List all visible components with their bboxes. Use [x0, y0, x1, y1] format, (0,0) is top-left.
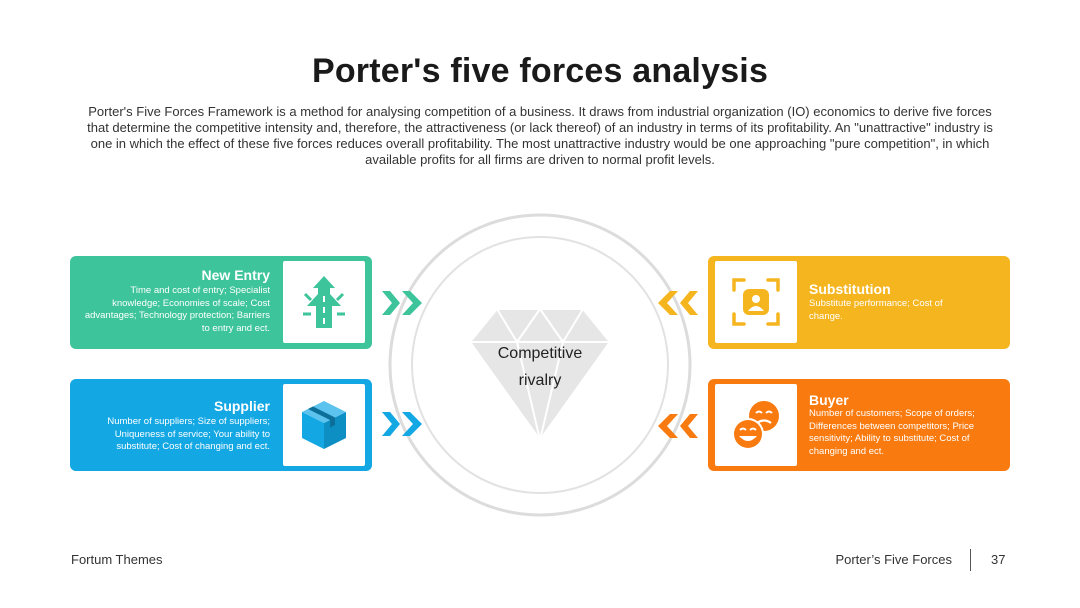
new-entry-text: Time and cost of entry; Specialist knowl…: [84, 285, 270, 334]
buyer-text: Number of customers; Scope of orders; Di…: [809, 408, 975, 457]
footer-brand: Fortum Themes: [71, 552, 163, 567]
faces-icon: [732, 401, 779, 450]
footer-divider: [970, 549, 971, 571]
supplier-title: Supplier: [213, 398, 270, 414]
new-entry-icon-box: [283, 261, 365, 343]
buyer-card: Buyer Number of customers; Scope of orde…: [708, 379, 1010, 471]
supplier-card: Supplier Number of suppliers; Size of su…: [70, 379, 372, 471]
user-focus-icon: [732, 278, 780, 326]
page-number: 37: [991, 552, 1006, 567]
center-label: Competitive rivalry: [464, 340, 616, 394]
substitution-text: Substitute performance; Cost of change.: [809, 298, 943, 322]
chevron-left-icon: [658, 291, 698, 315]
substitution-icon-box: [715, 261, 797, 343]
chevron-right-icon: [382, 291, 422, 315]
buyer-title: Buyer: [809, 392, 849, 408]
substitution-title: Substitution: [809, 281, 891, 297]
center-label-line1: Competitive: [497, 345, 583, 362]
supplier-text: Number of suppliers; Size of suppliers; …: [107, 416, 270, 452]
substitution-card: Substitution Substitute performance; Cos…: [708, 256, 1010, 349]
chevron-left-icon: [658, 414, 698, 438]
slide-title: Porter's five forces analysis: [311, 52, 769, 90]
buyer-icon-box: [715, 384, 797, 466]
center-label-line2: rivalry: [518, 372, 562, 389]
slide-description: Porter's Five Forces Framework is a meth…: [87, 104, 993, 167]
chevron-right-icon: [382, 412, 422, 436]
new-entry-title: New Entry: [201, 267, 270, 283]
footer-section: Porter’s Five Forces: [835, 552, 952, 567]
supplier-icon-box: [283, 384, 365, 466]
box-icon: [302, 401, 346, 449]
road-icon: [303, 276, 345, 328]
new-entry-card: New Entry Time and cost of entry; Specia…: [70, 256, 372, 349]
